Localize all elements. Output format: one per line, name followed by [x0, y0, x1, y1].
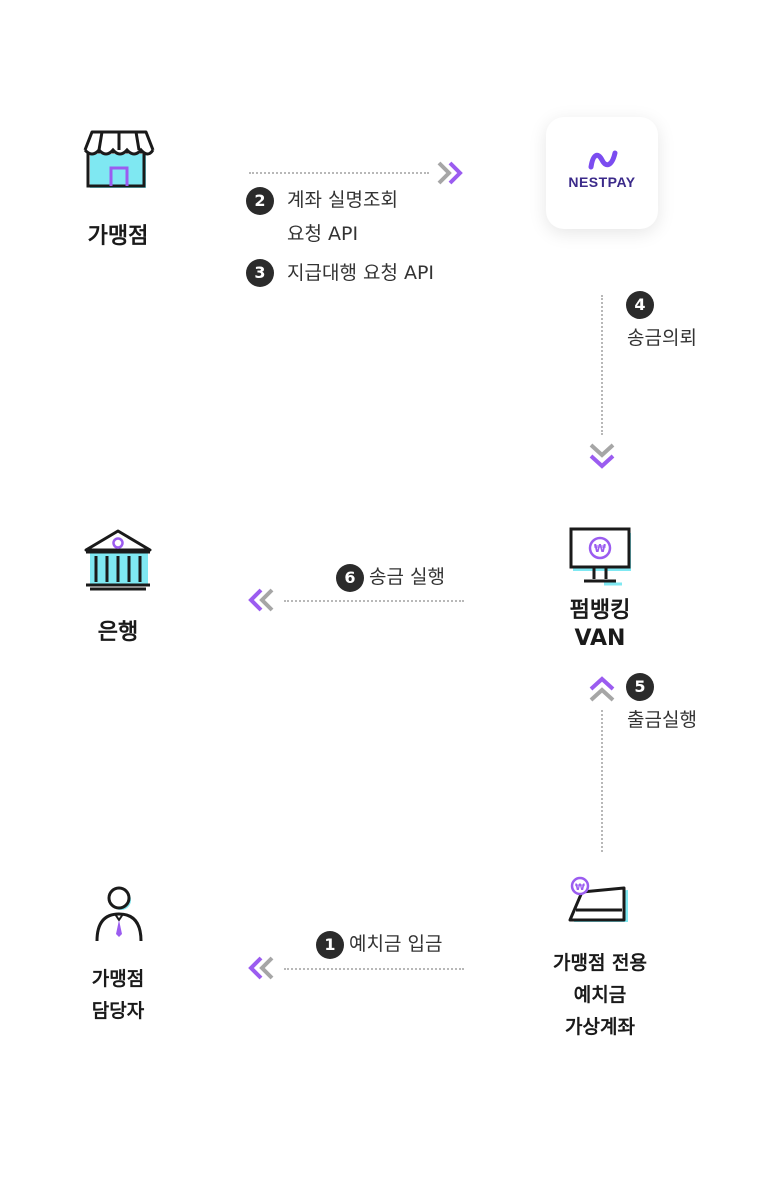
arrow-line-to-nestpay — [249, 172, 429, 174]
virtual-account-label-line1: 가맹점 전용 — [552, 952, 647, 974]
step-5-text: 출금실행 — [627, 709, 697, 731]
step-5-badge: 5 — [626, 673, 654, 701]
step-3-badge: 3 — [246, 259, 274, 287]
step-1-badge: 1 — [316, 931, 344, 959]
arrow-line-to-van — [601, 295, 603, 435]
arrow-line-to-manager — [284, 968, 464, 970]
person-icon — [94, 886, 144, 944]
arrow-line-to-van-from-account — [601, 710, 603, 852]
nestpay-logo-card: NESTPAY — [546, 117, 658, 229]
monitor-icon: ₩ — [568, 526, 636, 588]
double-chevron-left-icon-2 — [248, 955, 278, 981]
merchant-manager-label-line1: 가맹점 — [91, 968, 145, 990]
double-chevron-left-icon — [248, 587, 278, 613]
van-label-line1: 펌뱅킹 — [569, 598, 631, 623]
step-6-text: 송금 실행 — [369, 566, 445, 588]
virtual-account-label-line2: 예치금 — [573, 984, 627, 1006]
virtual-account-label-line3: 가상계좌 — [565, 1016, 635, 1038]
merchant-manager-label-line2: 담당자 — [91, 1000, 145, 1022]
step-2-badge: 2 — [246, 187, 274, 215]
merchant-label: 가맹점 — [87, 224, 149, 249]
double-chevron-right-icon — [436, 160, 466, 186]
svg-text:₩: ₩ — [575, 883, 585, 893]
nestpay-logo-text: NESTPAY — [568, 174, 636, 190]
step-2-text-line2: 요청 API — [287, 223, 359, 245]
step-1-text: 예치금 입금 — [349, 933, 443, 955]
van-label-line2: VAN — [574, 626, 626, 651]
step-6-badge: 6 — [336, 564, 364, 592]
arrow-line-to-bank — [284, 600, 464, 602]
step-3-text: 지급대행 요청 API — [287, 262, 435, 284]
step-2-text-line1: 계좌 실명조회 — [287, 189, 398, 211]
step-4-badge: 4 — [626, 291, 654, 319]
nestpay-logo-icon — [588, 150, 618, 170]
bank-icon — [84, 528, 152, 592]
card-icon: ₩ — [566, 876, 632, 926]
double-chevron-down-icon — [588, 442, 616, 472]
double-chevron-up-icon — [588, 676, 616, 706]
bank-label: 은행 — [97, 620, 139, 645]
svg-text:₩: ₩ — [594, 542, 606, 555]
step-4-text: 송금의뢰 — [627, 327, 697, 349]
store-icon — [80, 128, 158, 194]
